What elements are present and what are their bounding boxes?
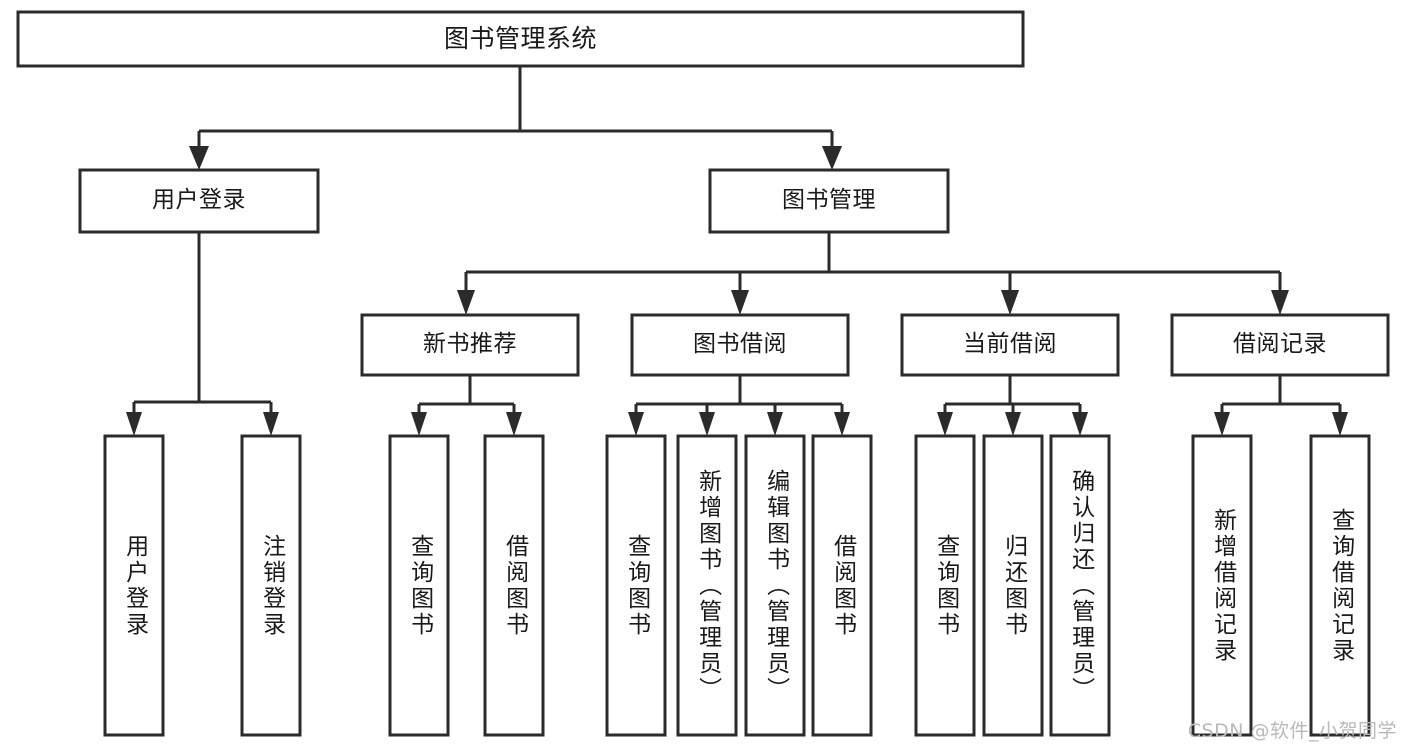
node-box-leaf-return-book[interactable] <box>982 434 1044 737</box>
node-box-new-book-recommend[interactable] <box>360 313 580 377</box>
node-box-leaf-borrow-book-1[interactable] <box>483 434 545 737</box>
connector-group-current-borrow-to-leaves <box>937 375 1088 436</box>
node-box-book-borrow[interactable] <box>630 313 850 377</box>
node-box-leaf-add-record[interactable] <box>1191 434 1253 737</box>
arrowhead-leaf-borrow-book-1 <box>506 412 522 436</box>
arrowhead-book-borrow <box>731 290 749 315</box>
connector-group-user-login-to-leaves <box>126 232 279 436</box>
node-box-leaf-borrow-book-2[interactable] <box>811 434 873 737</box>
connector-group-root-to-level2 <box>189 66 842 170</box>
node-box-book-manage[interactable] <box>708 168 950 234</box>
node-box-leaf-query-book-2[interactable] <box>605 434 667 737</box>
arrowhead-leaf-query-record <box>1332 412 1348 436</box>
connector-group-book-manage-to-level3 <box>457 232 1289 315</box>
arrowhead-leaf-edit-book <box>767 412 783 436</box>
node-box-borrow-record[interactable] <box>1170 313 1390 377</box>
arrowhead-user-login <box>189 146 209 170</box>
arrowhead-leaf-confirm-return <box>1072 412 1088 436</box>
node-box-leaf-add-book[interactable] <box>676 434 738 737</box>
connector-group-new-book-recommend-to-leaves <box>411 375 522 436</box>
connector-group-book-borrow-to-leaves <box>628 375 850 436</box>
node-box-leaf-query-book-3[interactable] <box>914 434 976 737</box>
arrowhead-leaf-add-book <box>699 412 715 436</box>
connector-group-borrow-record-to-leaves <box>1214 375 1348 436</box>
arrowhead-leaf-user-login <box>126 412 142 436</box>
node-box-leaf-user-login[interactable] <box>103 434 165 737</box>
arrowhead-book-manage <box>822 146 842 170</box>
node-box-leaf-query-record[interactable] <box>1309 434 1371 737</box>
node-box-leaf-confirm-return[interactable] <box>1049 434 1111 737</box>
arrowhead-leaf-borrow-book-2 <box>834 412 850 436</box>
node-box-leaf-query-book-1[interactable] <box>388 434 450 737</box>
arrowhead-leaf-query-book-3 <box>937 412 953 436</box>
arrowhead-leaf-return-book <box>1005 412 1021 436</box>
node-box-leaf-edit-book[interactable] <box>744 434 806 737</box>
arrowhead-leaf-query-book-1 <box>411 412 427 436</box>
arrowhead-leaf-query-book-2 <box>628 412 644 436</box>
arrowhead-current-borrow <box>1001 290 1019 315</box>
node-box-leaf-logout[interactable] <box>240 434 302 737</box>
arrowhead-borrow-record <box>1271 290 1289 315</box>
node-box-user-login[interactable] <box>78 168 320 234</box>
node-box-root[interactable] <box>16 10 1025 68</box>
watermark-text: CSDN @软件_小贺同学 <box>1187 720 1397 742</box>
arrowhead-leaf-add-record <box>1214 412 1230 436</box>
arrowhead-leaf-logout <box>263 412 279 436</box>
node-box-current-borrow[interactable] <box>900 313 1120 377</box>
arrowhead-new-book-recommend <box>457 290 475 315</box>
